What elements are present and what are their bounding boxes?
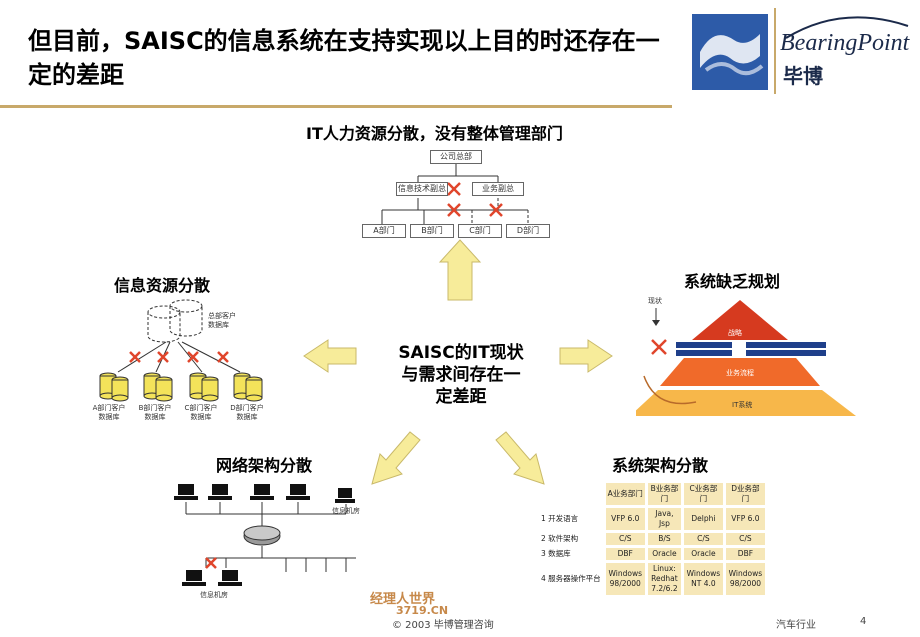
table-header-cell: D业务部门 [725,483,765,505]
row-number-badge: 2 [541,534,546,543]
org-node-dept-d: D部门 [506,224,550,238]
org-node-dept-a: A部门 [362,224,406,238]
org-chart-lines [381,164,529,224]
arrow-right-icon [559,339,613,373]
table-row: 1 开发语言 VFP 6.0 Java, Jsp Delphi VFP 6.0 [539,508,765,530]
pyramid-layer-process: 业务流程 [726,369,754,377]
table-cell: Oracle [684,548,723,560]
org-node-dept-b: B部门 [410,224,454,238]
arrow-down-left-icon [371,431,421,485]
db-label-d: D部门客户数据库 [230,404,264,421]
table-row: 2 软件架构 C/S B/S C/S C/S [539,533,765,545]
pyramid-layer-it: IT系统 [732,401,753,409]
arrow-up-icon [438,239,482,301]
network-topology-diagram [174,484,356,586]
watermark-text: 经理人世界 [370,592,436,607]
sys-arch-title: 系统架构分散 [612,456,709,475]
row-label: 软件架构 [548,534,579,543]
arrow-down-right-icon [495,431,545,485]
db-label-c: C部门客户数据库 [184,404,218,421]
pyramid-layer-strategy: 战略 [728,329,742,337]
table-cell: Oracle [647,548,682,560]
row-number-badge: 1 [541,514,546,523]
table-cell: DBF [725,548,765,560]
table-cell: VFP 6.0 [725,508,765,530]
table-header-cell: C业务部门 [684,483,723,505]
table-cell: Windows NT 4.0 [684,563,723,595]
table-header-row: A业务部门 B业务部门 C业务部门 D业务部门 [539,483,765,505]
table-cell: DBF [605,548,645,560]
db-label-b: B部门客户数据库 [138,404,172,421]
footer-industry: 汽车行业 [776,620,816,631]
table-cell: Windows 98/2000 [605,563,645,595]
title-divider [0,105,672,108]
info-resource-title: 信息资源分散 [114,276,211,295]
table-cell: Delphi [684,508,723,530]
slide-title: 但目前，SAISC的信息系统在支持实现以上目的时还存在一定的差距 [28,27,660,89]
planning-title: 系统缺乏规划 [684,272,781,291]
brand-name: BearingPoint [780,30,910,56]
server-room-label-2: 信息机房 [200,591,228,599]
pyramid-diagram [636,300,856,416]
row-number-badge: 4 [541,574,546,583]
table-cell: B/S [647,533,682,545]
arrow-left-icon [303,339,357,373]
table-cell: Linux: Redhat 7.2/6.2 [647,563,682,595]
row-number-badge: 3 [541,549,546,558]
table-header-cell: A业务部门 [605,483,645,505]
table-row: 4 服务器操作平台 Windows 98/2000 Linux: Redhat … [539,563,765,595]
table-cell: Windows 98/2000 [725,563,765,595]
current-state-label: 现状 [648,297,662,305]
org-node-biz-vp: 业务副总 [472,182,524,196]
bearingpoint-logo-icon [692,14,768,90]
table-cell: C/S [605,533,645,545]
row-label: 开发语言 [548,514,579,523]
network-title: 网络架构分散 [216,456,313,475]
row-label: 数据库 [548,549,571,558]
row-label: 服务器操作平台 [548,574,601,583]
central-db-label: 总部客户数据库 [208,312,236,329]
org-node-dept-c: C部门 [458,224,502,238]
center-statement: SAISC的IT现状与需求间存在一定差距 [398,343,524,407]
org-node-hq: 公司总部 [430,150,482,164]
logo-divider [774,8,776,94]
table-cell: VFP 6.0 [605,508,645,530]
org-node-it-vp: 信息技术副总 [396,182,448,196]
table-cell: C/S [684,533,723,545]
table-cell: C/S [725,533,765,545]
table-header-cell: B业务部门 [647,483,682,505]
sys-arch-table: A业务部门 B业务部门 C业务部门 D业务部门 1 开发语言 VFP 6.0 J… [536,480,768,598]
brand-name-cn: 毕博 [783,64,823,88]
table-cell: Java, Jsp [647,508,682,530]
distributed-db-diagram [99,299,263,402]
page-number: 4 [860,616,867,627]
server-room-label-1: 信息机房 [332,507,360,515]
watermark-url: 3719.CN [396,604,449,617]
logo-arc-icon [785,16,909,39]
db-label-a: A部门客户数据库 [92,404,126,421]
it-hr-title: IT人力资源分散，没有整体管理部门 [306,124,563,143]
footer-copyright: © 2003 毕博管理咨询 [392,620,494,631]
table-row: 3 数据库 DBF Oracle Oracle DBF [539,548,765,560]
